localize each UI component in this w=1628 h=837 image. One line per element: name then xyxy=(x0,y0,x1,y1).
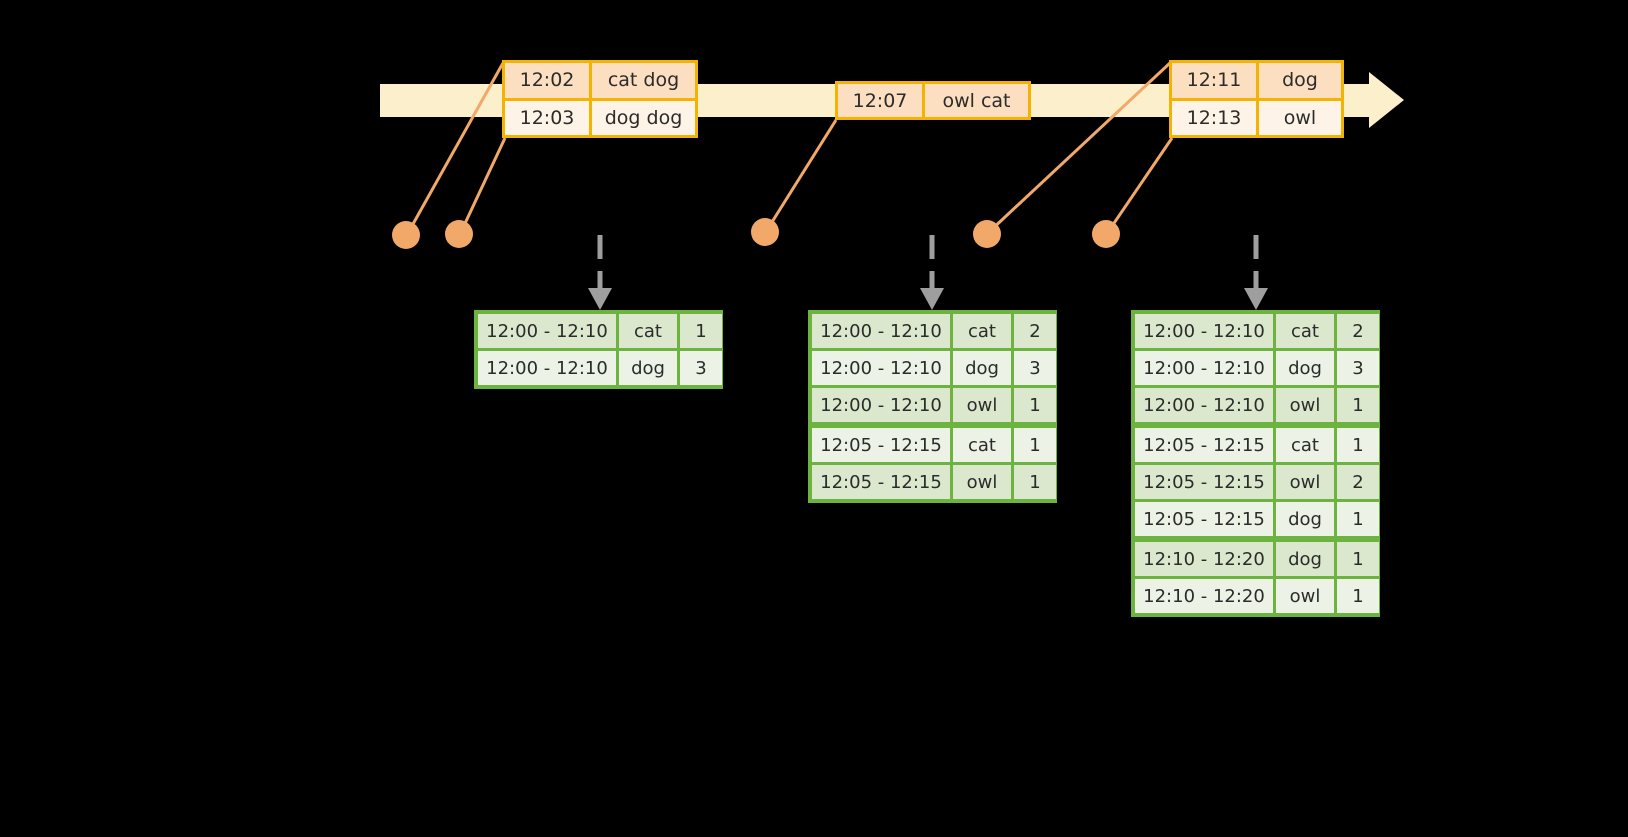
cell-window: 12:00 - 12:10 xyxy=(812,314,950,348)
cell-word: dog xyxy=(619,351,677,385)
table-row[interactable]: 12:10 - 12:20 dog 1 xyxy=(1135,542,1379,576)
emit-arrow-2 xyxy=(920,235,944,310)
cell-count: 3 xyxy=(680,351,722,385)
cell-window: 12:05 - 12:15 xyxy=(812,428,950,462)
cell-count: 1 xyxy=(1337,388,1379,422)
cell-word: cat xyxy=(1276,314,1334,348)
cell-word: owl xyxy=(1276,465,1334,499)
cell-word: cat xyxy=(953,428,1011,462)
result-table-1[interactable]: 12:00 - 12:10 cat 1 12:00 - 12:10 dog 3 xyxy=(474,310,723,389)
cell-word: cat xyxy=(1276,428,1334,462)
cell-word: dog xyxy=(1276,542,1334,576)
cell-count: 1 xyxy=(1337,428,1379,462)
connector-line-3 xyxy=(765,119,838,231)
cell-window: 12:00 - 12:10 xyxy=(478,314,616,348)
cell-window: 12:05 - 12:15 xyxy=(1135,465,1273,499)
cell-word: owl xyxy=(1276,388,1334,422)
event-group-1[interactable]: 12:02 cat dog 12:03 dog dog xyxy=(502,60,698,138)
cell-count: 2 xyxy=(1014,314,1056,348)
event-dot-2 xyxy=(445,220,473,248)
result-table-2[interactable]: 12:00 - 12:10 cat 2 12:00 - 12:10 dog 3 … xyxy=(808,310,1057,503)
event-time: 12:07 xyxy=(838,84,925,117)
table-row[interactable]: 12:00 - 12:10 owl 1 xyxy=(812,388,1056,422)
event-words: dog xyxy=(1282,69,1318,92)
cell-count: 1 xyxy=(1337,502,1379,536)
cell-word: cat xyxy=(953,314,1011,348)
event-group-3[interactable]: 12:11 dog 12:13 owl xyxy=(1169,60,1344,138)
cell-word: dog xyxy=(953,351,1011,385)
cell-count: 1 xyxy=(1014,388,1056,422)
cell-window: 12:00 - 12:10 xyxy=(812,388,950,422)
event-dot-5 xyxy=(1092,220,1120,248)
event-dot-1 xyxy=(392,221,420,249)
event-row[interactable]: 12:11 dog xyxy=(1172,63,1341,98)
cell-count: 1 xyxy=(1337,542,1379,576)
cell-word: owl xyxy=(1276,579,1334,613)
cell-count: 1 xyxy=(1014,465,1056,499)
cell-window: 12:00 - 12:10 xyxy=(1135,351,1273,385)
table-row[interactable]: 12:00 - 12:10 owl 1 xyxy=(1135,388,1379,422)
timeline-arrowhead xyxy=(1369,72,1404,128)
cell-word: dog xyxy=(1276,351,1334,385)
table-row[interactable]: 12:00 - 12:10 cat 1 xyxy=(478,314,722,348)
cell-count: 2 xyxy=(1337,314,1379,348)
cell-window: 12:05 - 12:15 xyxy=(812,465,950,499)
event-time: 12:11 xyxy=(1172,63,1259,98)
cell-word: cat xyxy=(619,314,677,348)
table-row[interactable]: 12:05 - 12:15 owl 2 xyxy=(1135,465,1379,499)
event-dot-4 xyxy=(973,220,1001,248)
cell-word: dog xyxy=(1276,502,1334,536)
event-row[interactable]: 12:13 owl xyxy=(1172,97,1341,135)
cell-count: 2 xyxy=(1337,465,1379,499)
emit-arrow-1 xyxy=(588,235,612,310)
cell-window: 12:00 - 12:10 xyxy=(1135,314,1273,348)
event-row[interactable]: 12:03 dog dog xyxy=(505,97,695,135)
table-row[interactable]: 12:10 - 12:20 owl 1 xyxy=(1135,579,1379,613)
cell-word: owl xyxy=(953,465,1011,499)
event-time: 12:13 xyxy=(1172,100,1259,135)
cell-window: 12:05 - 12:15 xyxy=(1135,428,1273,462)
connector-line-2 xyxy=(459,137,507,233)
cell-count: 1 xyxy=(1337,579,1379,613)
cell-window: 12:00 - 12:10 xyxy=(478,351,616,385)
event-time: 12:02 xyxy=(505,63,592,98)
cell-window: 12:05 - 12:15 xyxy=(1135,502,1273,536)
table-row[interactable]: 12:05 - 12:15 cat 1 xyxy=(812,428,1056,462)
table-row[interactable]: 12:00 - 12:10 dog 3 xyxy=(478,351,722,385)
cell-window: 12:10 - 12:20 xyxy=(1135,579,1273,613)
cell-window: 12:10 - 12:20 xyxy=(1135,542,1273,576)
event-words: owl xyxy=(1283,106,1317,129)
cell-window: 12:00 - 12:10 xyxy=(812,351,950,385)
table-row[interactable]: 12:05 - 12:15 owl 1 xyxy=(812,465,1056,499)
event-words: cat dog xyxy=(607,69,680,92)
table-row[interactable]: 12:05 - 12:15 dog 1 xyxy=(1135,502,1379,536)
table-row[interactable]: 12:05 - 12:15 cat 1 xyxy=(1135,428,1379,462)
event-row[interactable]: 12:02 cat dog xyxy=(505,63,695,98)
table-row[interactable]: 12:00 - 12:10 cat 2 xyxy=(1135,314,1379,348)
table-row[interactable]: 12:00 - 12:10 dog 3 xyxy=(1135,351,1379,385)
event-row[interactable]: 12:07 owl cat xyxy=(838,84,1028,117)
connector-line-5 xyxy=(1106,137,1174,233)
cell-count: 3 xyxy=(1337,351,1379,385)
emit-arrow-3 xyxy=(1244,235,1268,310)
cell-count: 1 xyxy=(680,314,722,348)
cell-word: owl xyxy=(953,388,1011,422)
cell-count: 1 xyxy=(1014,428,1056,462)
event-time: 12:03 xyxy=(505,100,592,135)
cell-count: 3 xyxy=(1014,351,1056,385)
table-row[interactable]: 12:00 - 12:10 cat 2 xyxy=(812,314,1056,348)
result-table-3[interactable]: 12:00 - 12:10 cat 2 12:00 - 12:10 dog 3 … xyxy=(1131,310,1380,617)
table-row[interactable]: 12:00 - 12:10 dog 3 xyxy=(812,351,1056,385)
cell-window: 12:00 - 12:10 xyxy=(1135,388,1273,422)
event-group-2[interactable]: 12:07 owl cat xyxy=(835,81,1031,120)
event-dot-3 xyxy=(751,218,779,246)
event-words: owl cat xyxy=(942,89,1011,112)
event-words: dog dog xyxy=(604,106,683,129)
